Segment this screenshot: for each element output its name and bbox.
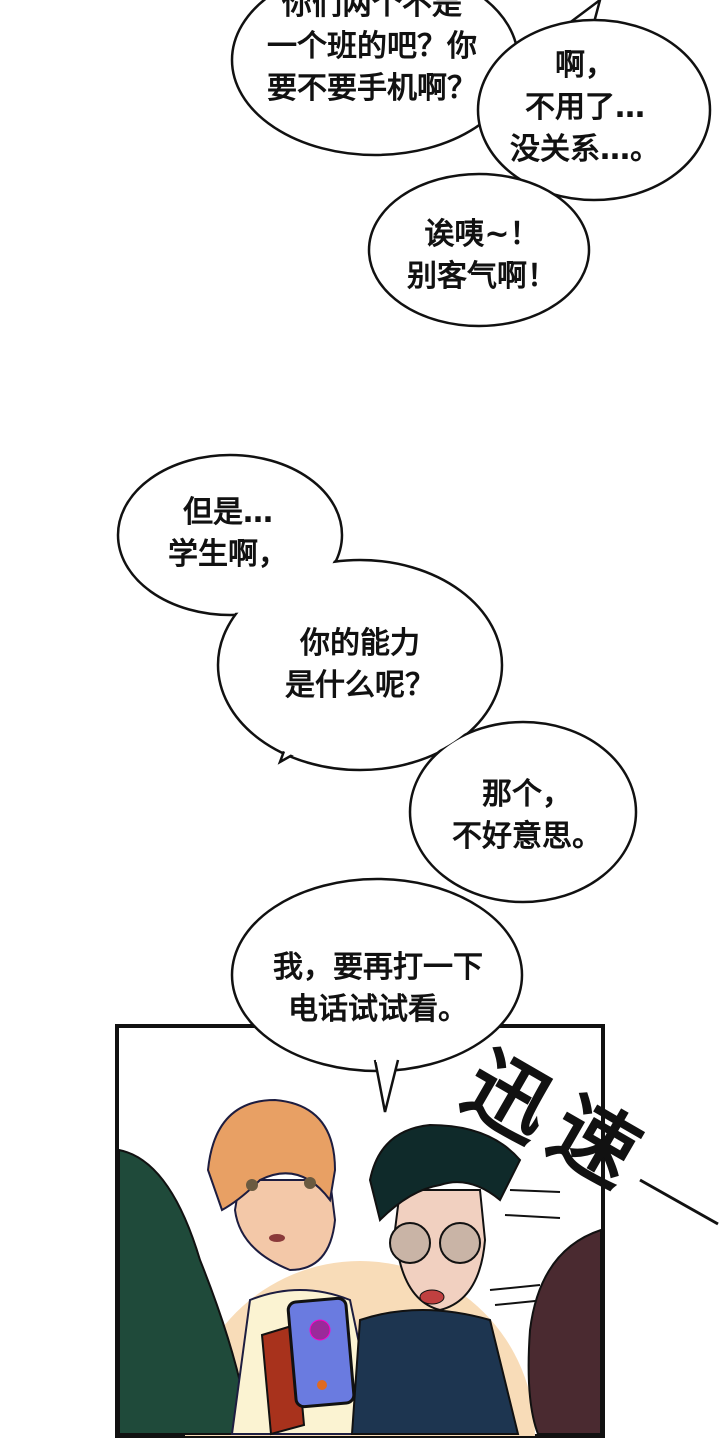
bubble-2 — [476, 18, 712, 202]
bubble-5 — [408, 720, 638, 904]
bubble-line: 诶咦~！ — [424, 217, 540, 252]
bubble-line: 那个， — [482, 777, 572, 812]
bubble-line: 你们两个不是 — [282, 0, 462, 22]
bubble-line: 是什么呢？ — [285, 668, 435, 703]
bubble-line: 但是… — [183, 495, 273, 530]
sfx-line — [639, 1178, 719, 1226]
bubble-line: 要不要手机啊？ — [267, 71, 477, 106]
bubble-line: 没关系…。 — [510, 132, 660, 167]
bubble-4-text-b: 你的能力 是什么呢？ — [285, 623, 435, 707]
bubble-line: 我，要再打一下 — [273, 950, 483, 985]
bubble-line: 不用了… — [525, 90, 645, 125]
bubble-line: 不好意思。 — [452, 819, 602, 854]
bubble-6-text: 我，要再打一下 电话试试看。 — [273, 947, 483, 1031]
bubble-1-text: 你们两个不是 一个班的吧？你 要不要手机啊？ — [267, 0, 477, 110]
bubble-3-text: 诶咦~！ 别客气啊！ — [407, 214, 557, 298]
bubble-4-text-a: 但是… 学生啊， — [168, 492, 288, 576]
bubble-line: 电话试试看。 — [288, 992, 468, 1027]
bubble-line: 一个班的吧？你 — [267, 29, 477, 64]
bubble-2-text: 啊， 不用了… 没关系…。 — [510, 45, 660, 171]
bubble-line: 别客气啊！ — [407, 259, 557, 294]
bubble-line: 啊， — [555, 48, 615, 83]
bubble-line: 学生啊， — [168, 537, 288, 572]
bubble-3 — [367, 172, 591, 328]
bubble-6-tail — [373, 1059, 400, 1113]
bubble-5-text: 那个， 不好意思。 — [452, 774, 602, 858]
bubble-line: 你的能力 — [300, 626, 420, 661]
panel-illustration — [118, 1098, 602, 1436]
